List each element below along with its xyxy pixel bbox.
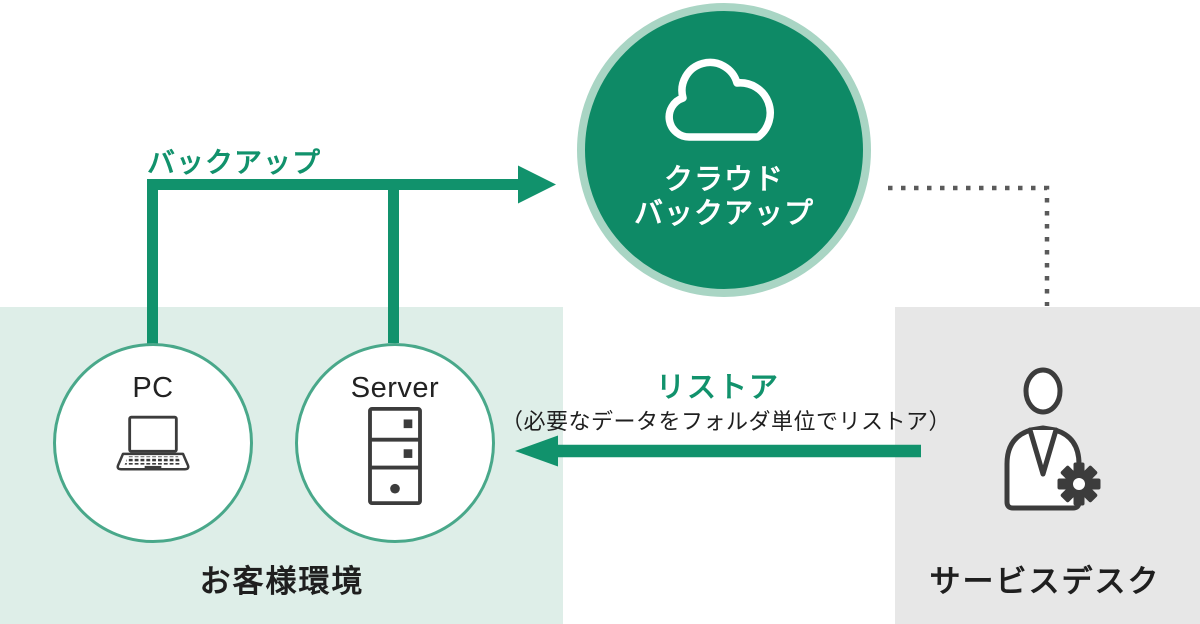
restore-flow-label: リストア [655, 372, 780, 404]
backup-arrowhead-icon [518, 165, 556, 204]
cloud-to-servicedesk-dotted-line [888, 185, 1050, 306]
cloud-node-label: クラウド バックアップ [634, 163, 814, 231]
cloud-label-line1: クラウド [663, 164, 784, 196]
restore-arrowhead-icon [515, 435, 558, 467]
backup-flow-label: バックアップ [147, 147, 322, 178]
backup-arrow [147, 165, 556, 344]
pc-node: PC [53, 343, 253, 543]
restore-flow-note: （必要なデータをフォルダ単位でリストア） [500, 409, 951, 434]
cloud-label-line2: バックアップ [633, 198, 814, 230]
pc-node-label: PC [132, 372, 174, 404]
server-node-label: Server [350, 372, 440, 404]
cloud-backup-node: クラウド バックアップ [577, 3, 871, 297]
customer-zone-label: お客様環境 [199, 564, 365, 599]
laptop-icon [116, 415, 190, 471]
server-icon [368, 406, 422, 506]
service-desk-zone-label: サービスデスク [929, 564, 1161, 599]
service-desk-agent-icon [993, 366, 1101, 516]
server-node: Server [295, 343, 495, 543]
cloud-icon [665, 58, 774, 141]
restore-arrow [515, 435, 921, 467]
gear-icon [1057, 462, 1101, 506]
